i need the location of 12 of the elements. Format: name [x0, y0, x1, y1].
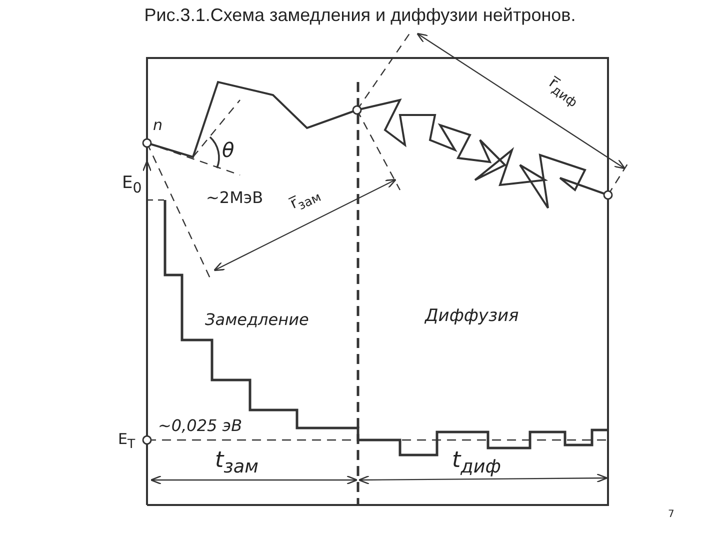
figure-title: Рис.3.1.Схема замедления и диффузии нейтронов.: [143, 6, 577, 24]
energy-label: ~2МэВ: [206, 190, 264, 206]
time-label: t$_{диф}$: [452, 450, 501, 477]
particle-label: n: [153, 118, 163, 133]
axis-label: E$_{T}$: [118, 432, 136, 450]
page-number: 7: [668, 510, 674, 520]
angle-label: θ: [222, 140, 234, 160]
region-label: Диффузия: [425, 308, 519, 325]
region-label: Замедление: [205, 312, 309, 328]
time-label: t$_{зам}$: [215, 450, 258, 477]
axis-label: E$_{0}$: [122, 175, 142, 196]
energy-label: ~0,025 эВ: [158, 418, 242, 434]
